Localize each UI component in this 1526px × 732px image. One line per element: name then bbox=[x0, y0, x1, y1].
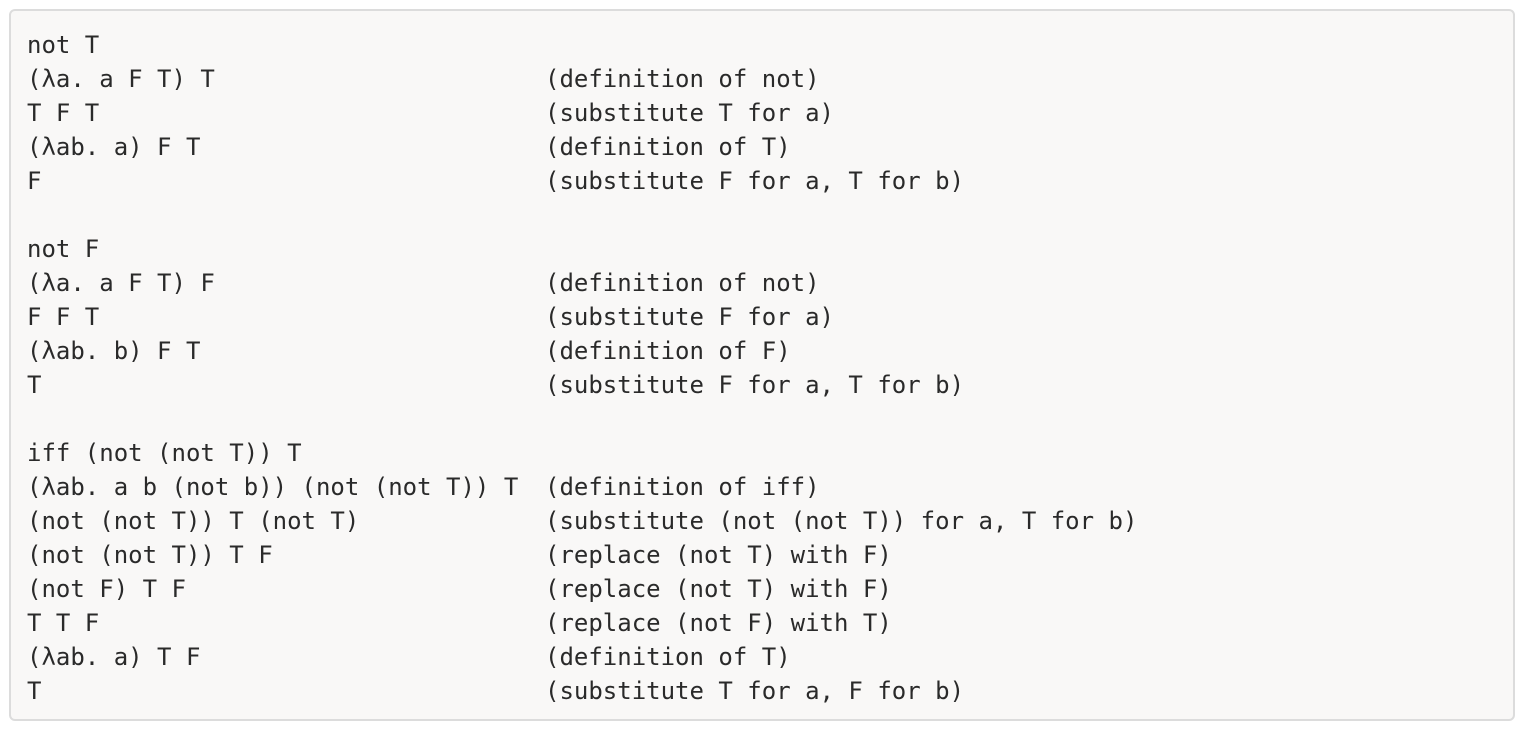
expression: not T bbox=[27, 31, 100, 59]
expression: (λab. b) F T bbox=[27, 337, 201, 365]
expression: F bbox=[27, 167, 42, 195]
expression: (λa. a F T) F bbox=[27, 269, 215, 297]
annotation: (substitute F for a) bbox=[545, 303, 834, 331]
expression: (λa. a F T) T bbox=[27, 65, 215, 93]
annotation: (replace (not T) with F) bbox=[545, 541, 892, 569]
annotation: (definition of iff) bbox=[545, 473, 820, 501]
annotation: (definition of T) bbox=[545, 133, 791, 161]
expression: (not (not T)) T F bbox=[27, 541, 273, 569]
expression: (not (not T)) T (not T) bbox=[27, 507, 360, 535]
annotation: (substitute F for a, T for b) bbox=[545, 167, 965, 195]
annotation: (definition of not) bbox=[545, 269, 820, 297]
annotation: (replace (not F) with T) bbox=[545, 609, 892, 637]
annotation: (definition of F) bbox=[545, 337, 791, 365]
expression: (λab. a) T F bbox=[27, 643, 201, 671]
annotation: (substitute (not (not T)) for a, T for b… bbox=[545, 507, 1138, 535]
annotation: (substitute T for a, F for b) bbox=[545, 677, 965, 705]
expression: F F T bbox=[27, 303, 100, 331]
expression: T T F bbox=[27, 609, 100, 637]
annotation: (substitute T for a) bbox=[545, 99, 834, 127]
annotation: (definition of T) bbox=[545, 643, 791, 671]
annotation: (definition of not) bbox=[545, 65, 820, 93]
expression: (λab. a b (not b)) (not (not T)) T bbox=[27, 473, 519, 501]
annotation: (replace (not T) with F) bbox=[545, 575, 892, 603]
annotation: (substitute F for a, T for b) bbox=[545, 371, 965, 399]
expression: (not F) T F bbox=[27, 575, 186, 603]
expression: T F T bbox=[27, 99, 100, 127]
expression: (λab. a) F T bbox=[27, 133, 201, 161]
expression: iff (not (not T)) T bbox=[27, 439, 302, 467]
expression: T bbox=[27, 371, 42, 399]
expression: not F bbox=[27, 235, 100, 263]
code-block: not T (λa. a F T) T (definition of not) T… bbox=[9, 9, 1515, 721]
expression: T bbox=[27, 677, 42, 705]
